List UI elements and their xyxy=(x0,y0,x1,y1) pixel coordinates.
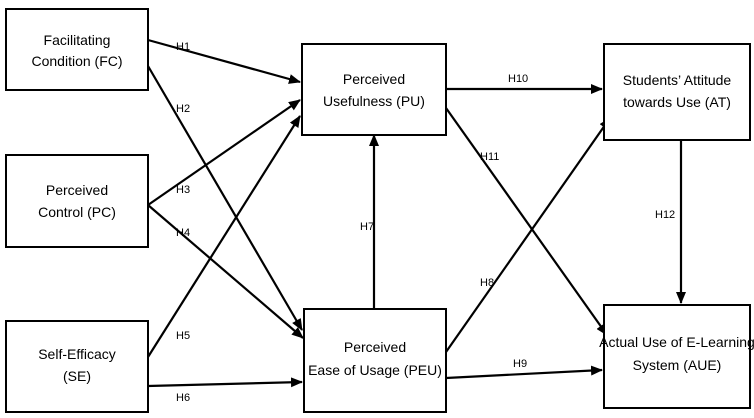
edge-label-h5: H5 xyxy=(176,330,190,342)
node-aue-line-2: System (AUE) xyxy=(633,357,722,373)
node-fc-line-2: Condition (FC) xyxy=(31,53,122,69)
edge-h3 xyxy=(147,99,301,206)
node-peu-line-2: Ease of Usage (PEU) xyxy=(308,362,442,378)
edge-label-h11: H11 xyxy=(480,151,499,163)
node-peu: Perceived Ease of Usage (PEU) xyxy=(303,308,447,413)
edge-h2 xyxy=(147,65,303,331)
node-se-line-1: Self-Efficacy xyxy=(38,346,116,362)
edge-label-h9: H9 xyxy=(513,358,527,370)
edge-label-h6: H6 xyxy=(176,392,190,404)
node-pu-line-1: Perceived xyxy=(343,71,405,87)
node-at-line-2: towards Use (AT) xyxy=(623,94,731,110)
edge-label-h4: H4 xyxy=(176,227,190,239)
edge-label-h1: H1 xyxy=(176,41,190,53)
node-se: Self-Efficacy (SE) xyxy=(5,320,149,413)
edge-label-h2: H2 xyxy=(176,103,190,115)
node-aue-line-1: Actual Use of E-Learning xyxy=(599,334,754,350)
edge-h6 xyxy=(147,377,303,388)
edge-label-h3: H3 xyxy=(176,184,190,196)
edge-label-h7: H7 xyxy=(360,221,374,233)
node-se-line-2: (SE) xyxy=(63,368,91,384)
edge-h11 xyxy=(445,107,608,336)
edge-h1 xyxy=(147,38,301,84)
node-pc-line-1: Perceived xyxy=(46,182,108,198)
edge-h4 xyxy=(147,204,304,339)
node-pc-line-2: Control (PC) xyxy=(38,204,116,220)
edge-labels: H1 H2 H3 H4 H5 H6 H7 H8 H9 H10 H11 H12 xyxy=(176,41,675,404)
node-fc-line-1: Facilitating xyxy=(44,32,111,48)
node-pu: Perceived Usefulness (PU) xyxy=(301,43,447,136)
node-pu-line-2: Usefulness (PU) xyxy=(323,93,425,109)
edge-h5 xyxy=(147,115,301,358)
node-aue: Actual Use of E-Learning System (AUE) xyxy=(599,304,754,409)
edges xyxy=(147,38,686,388)
edge-label-h12: H12 xyxy=(655,209,675,221)
node-pc: Perceived Control (PC) xyxy=(5,154,149,248)
node-fc: Facilitating Condition (FC) xyxy=(5,8,149,91)
edge-h8 xyxy=(445,117,611,353)
edge-h9 xyxy=(445,365,603,380)
node-at-line-1: Students’ Attitude xyxy=(623,72,732,88)
node-peu-line-1: Perceived xyxy=(344,339,406,355)
node-at: Students’ Attitude towards Use (AT) xyxy=(603,43,751,141)
edge-label-h8: H8 xyxy=(480,277,494,289)
edge-label-h10: H10 xyxy=(508,73,528,85)
